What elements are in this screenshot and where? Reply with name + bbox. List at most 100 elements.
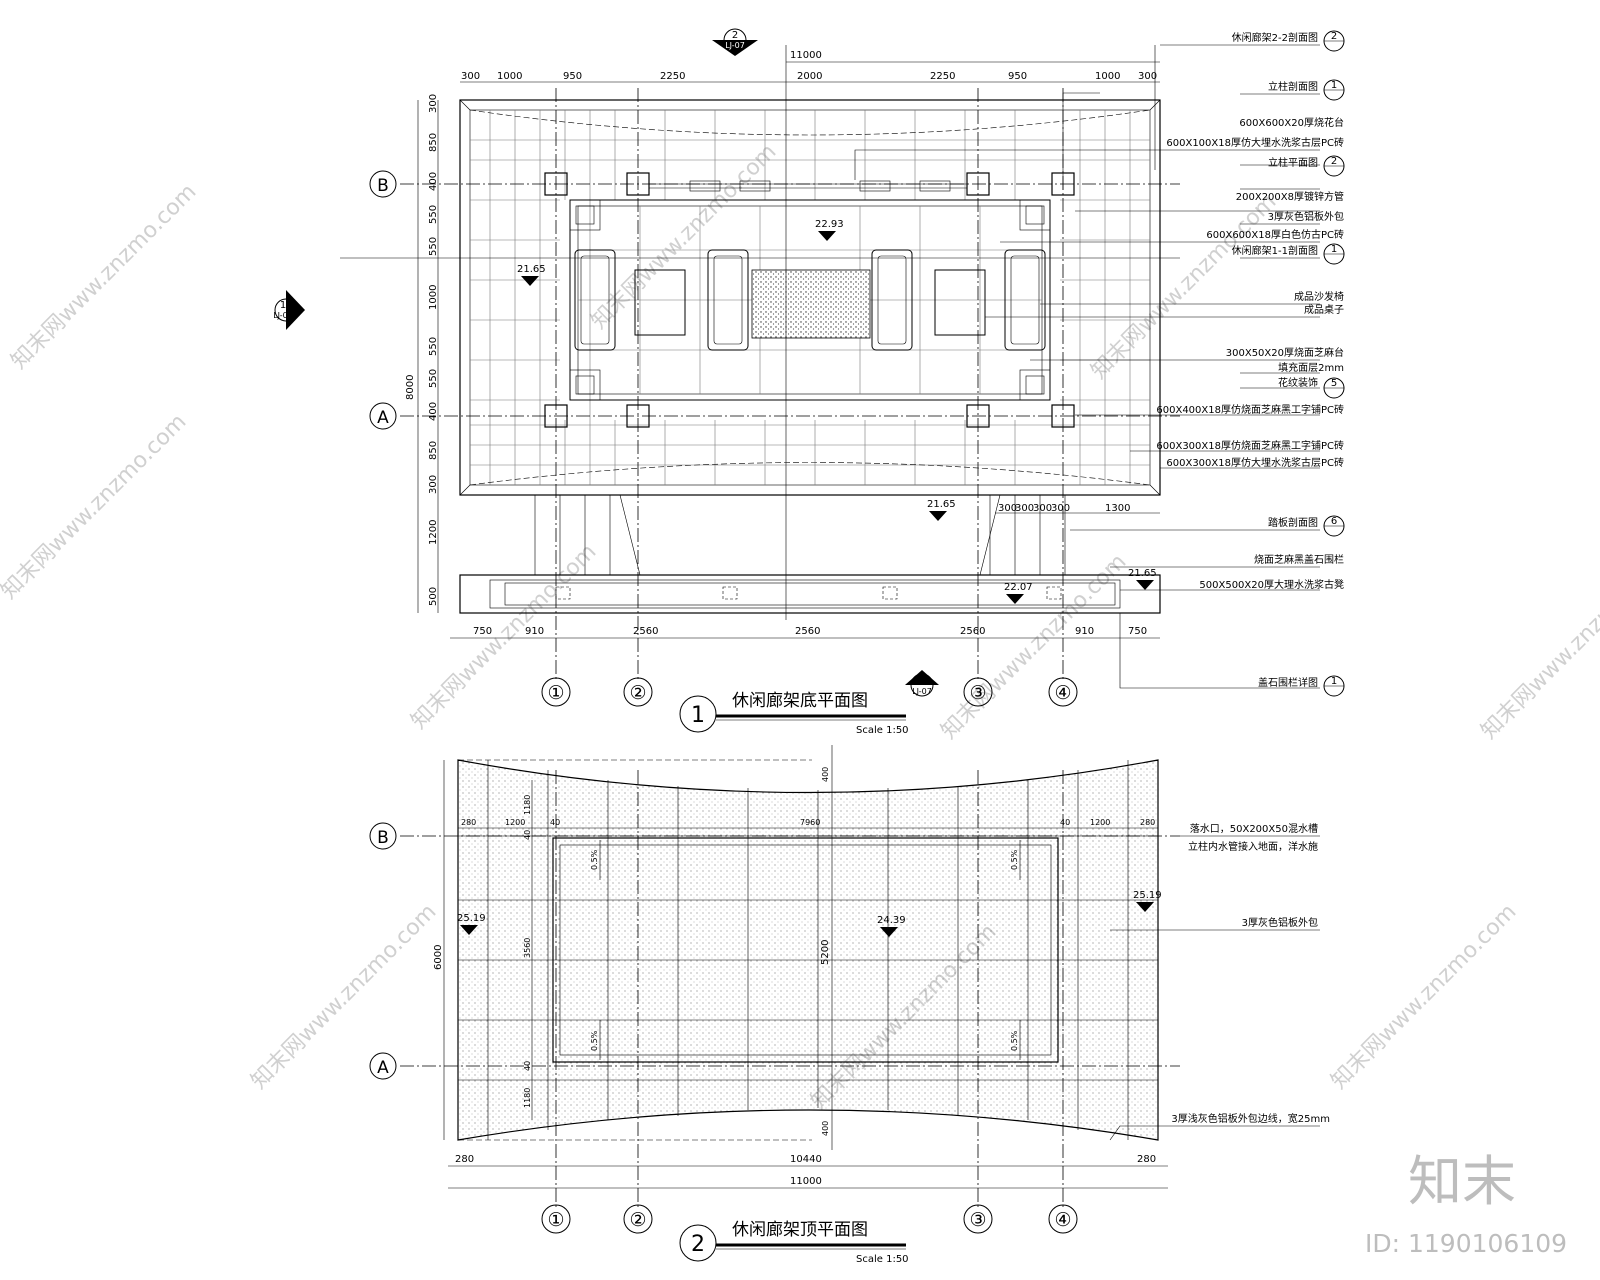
callout-tag: 5: [1331, 378, 1337, 389]
slope-text: 0.5%: [1010, 849, 1019, 870]
dimension-text: 40: [523, 1061, 532, 1071]
plan-top: 280 1200 40 7960 40 1200 280 400 400 520…: [369, 745, 1330, 1265]
dimension-text: 2250: [930, 71, 955, 82]
dimension-text: 2560: [633, 626, 658, 637]
dimension-top-plan: 280 1200 40 7960 40 1200 280 400 400 520…: [433, 760, 1168, 1189]
callout-text: 600X300X18厚仿烧面芝麻黑工字铺PC砖: [1156, 439, 1344, 452]
dimension-text: 2250: [660, 71, 685, 82]
plan-top-title-block: 2 休闲廊架顶平面图 Scale 1:50: [679, 1220, 909, 1265]
axis-label: ③: [969, 682, 986, 704]
dimension-text: 3560: [523, 938, 532, 958]
callout-tag: 6: [1331, 516, 1337, 527]
section-marks: 2 LJ-07 1 LJ-07 1 LJ-07: [273, 28, 939, 697]
dimension-text: 280: [1137, 1154, 1156, 1165]
dimension-text: 40: [550, 818, 560, 827]
dimension-text: 1180: [523, 795, 532, 815]
dimension-text: 40: [523, 830, 532, 840]
dimension-text: 910: [1075, 626, 1094, 637]
dimension-text: 300: [428, 94, 439, 113]
dimension-text: 750: [473, 626, 492, 637]
paving-grid: [459, 99, 1161, 496]
slope-marks: 0.5% 0.5% 0.5% 0.5%: [590, 840, 1021, 1060]
elevation-triangle-icon: [880, 927, 898, 937]
axis-label: A: [377, 408, 389, 428]
dimension-left: 8000 300 850 400 550 550 1000 550 550 40…: [405, 94, 439, 613]
callout-text: 花纹装饰: [1278, 376, 1318, 389]
elevation-triangle-icon: [521, 276, 539, 286]
brand-id: ID: 1190106109: [1365, 1229, 1567, 1258]
watermark-text: 知末网www.znzmo.com: [247, 899, 442, 1094]
watermark-text: 知末网www.znzmo.com: [1477, 549, 1600, 744]
elevation-text: 22.93: [815, 219, 844, 230]
callout-text: 600X400X18厚仿烧面芝麻黑工字铺PC砖: [1156, 403, 1344, 416]
axis-label: B: [377, 176, 389, 196]
dimension-text: 300: [1138, 71, 1157, 82]
elevation-text: 25.19: [1133, 890, 1162, 901]
elevation-text: 21.65: [517, 264, 546, 275]
callout-tag: 1: [1331, 676, 1337, 687]
stone-inlay-panel: [751, 269, 871, 339]
axis-label: ②: [629, 682, 646, 704]
elevation-triangle-icon: [1006, 594, 1024, 604]
dimension-text: 400: [428, 172, 439, 191]
dimension-text: 5200: [820, 940, 831, 965]
callout-text: 600X300X18厚仿大埋水洗浆古层PC砖: [1166, 456, 1344, 469]
callout-text: 休闲廊架2-2剖面图: [1232, 31, 1318, 44]
dimension-text: 280: [461, 818, 476, 827]
side-table: [634, 269, 686, 336]
side-table: [934, 269, 986, 336]
callout-text: 休闲廊架1-1剖面图: [1232, 244, 1318, 257]
section-mark-number: 1: [280, 300, 286, 311]
drawing-scale: Scale 1:50: [856, 725, 909, 736]
dimension-text: 1000: [1095, 71, 1120, 82]
dimension-text: 550: [428, 237, 439, 256]
dimension-text: 300: [1015, 503, 1034, 514]
furniture: [574, 249, 1046, 351]
dimension-text: 550: [428, 369, 439, 388]
dimension-text: 7960: [800, 818, 820, 827]
dimension-text: 1000: [497, 71, 522, 82]
slope-text: 0.5%: [590, 849, 599, 870]
dimension-text: 1200: [1090, 818, 1110, 827]
watermark-text: 知末网www.znzmo.com: [7, 179, 202, 374]
elevation-text: 24.39: [877, 915, 906, 926]
dimension-text: 280: [1140, 818, 1155, 827]
plan-bottom-title-block: 1 休闲廊架底平面图 Scale 1:50: [679, 691, 909, 736]
elevation-triangle-icon: [1136, 580, 1154, 590]
dimension-text: 300: [1051, 503, 1070, 514]
sofa-chair: [871, 249, 913, 351]
watermark-text: 知末网www.znzmo.com: [937, 549, 1132, 744]
callouts-top: 落水口，50X200X50混水槽 立柱内水管接入地面，洋水施 3厚灰色铝板外包 …: [1109, 822, 1330, 1141]
dimension-text: 500: [428, 587, 439, 606]
dimension-text: 280: [455, 1154, 474, 1165]
plan-bottom: 11000 300 1000 950 2250 2000 2250 950 10…: [273, 28, 1345, 736]
dimension-text: 850: [428, 133, 439, 152]
elevation-triangle-icon: [929, 511, 947, 521]
drawing-number: 1: [691, 703, 705, 728]
callout-text: 踏板剖面图: [1268, 516, 1318, 529]
dimension-text: 400: [821, 767, 830, 782]
dimension-bottom: 750 910 2560 2560 2560 910 750 300 300 3…: [450, 503, 1160, 639]
dimension-text: 11000: [790, 50, 822, 61]
dimension-text: 550: [428, 337, 439, 356]
axis-label: ①: [547, 682, 564, 704]
dimension-text: 300: [428, 475, 439, 494]
callout-text: 3厚浅灰色铝板外包边线，宽25mm: [1171, 1112, 1330, 1125]
callout-text: 300X50X20厚烧面芝麻台: [1226, 346, 1344, 359]
dimension-text: 750: [1128, 626, 1147, 637]
section-mark-ref: LJ-07: [273, 311, 293, 320]
roof-outline: [457, 759, 1159, 1141]
dimension-text: 11000: [790, 1176, 822, 1187]
sofa-chair: [707, 249, 749, 351]
dimension-top: 11000 300 1000 950 2250 2000 2250 950 10…: [460, 50, 1160, 83]
callout-text: 600X600X20厚烧花台: [1239, 116, 1344, 129]
axis-bubbles: ① ② ③ ④ B A: [369, 170, 1078, 707]
callout-text: 600X600X18厚白色仿古PC砖: [1206, 228, 1344, 241]
dimension-text: 1300: [1105, 503, 1130, 514]
callout-tag: 1: [1331, 244, 1337, 255]
dimension-text: 400: [428, 402, 439, 421]
dimension-text: 1200: [428, 520, 439, 545]
callout-text: 500X500X20厚大理水洗浆古凳: [1199, 578, 1344, 591]
slope-text: 0.5%: [590, 1030, 599, 1051]
